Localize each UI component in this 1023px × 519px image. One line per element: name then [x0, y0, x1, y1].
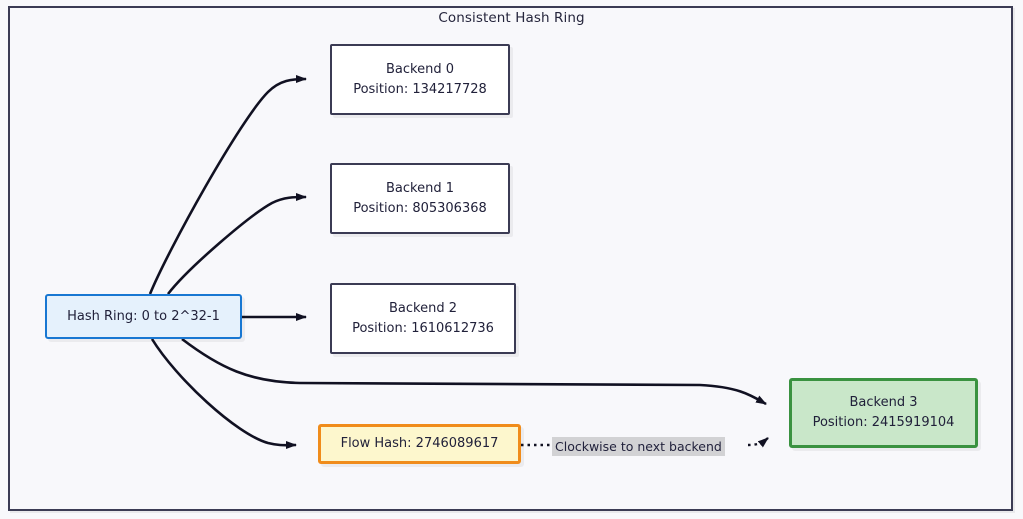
node-backend-0[interactable]: Backend 0 Position: 134217728	[330, 44, 510, 115]
edge-label-clockwise: Clockwise to next backend	[552, 437, 725, 456]
node-backend-1[interactable]: Backend 1 Position: 805306368	[330, 163, 510, 234]
node-backend-3[interactable]: Backend 3 Position: 2415919104	[789, 378, 978, 448]
node-backend-2-position: Position: 1610612736	[352, 320, 494, 336]
node-backend-3-position: Position: 2415919104	[812, 415, 955, 430]
node-hash-ring-label: Hash Ring: 0 to 2^32-1	[67, 308, 220, 324]
node-flow-hash[interactable]: Flow Hash: 2746089617	[318, 424, 521, 464]
diagram-title: Consistent Hash Ring	[438, 10, 585, 26]
node-backend-0-position: Position: 134217728	[353, 81, 487, 97]
node-flow-hash-label: Flow Hash: 2746089617	[340, 436, 499, 451]
node-backend-1-position: Position: 805306368	[353, 200, 487, 216]
node-backend-1-name: Backend 1	[386, 180, 454, 196]
node-backend-2[interactable]: Backend 2 Position: 1610612736	[330, 283, 516, 354]
node-backend-0-name: Backend 0	[386, 61, 454, 77]
node-backend-3-name: Backend 3	[849, 395, 918, 410]
node-hash-ring[interactable]: Hash Ring: 0 to 2^32-1	[45, 294, 242, 339]
node-backend-2-name: Backend 2	[389, 300, 457, 316]
